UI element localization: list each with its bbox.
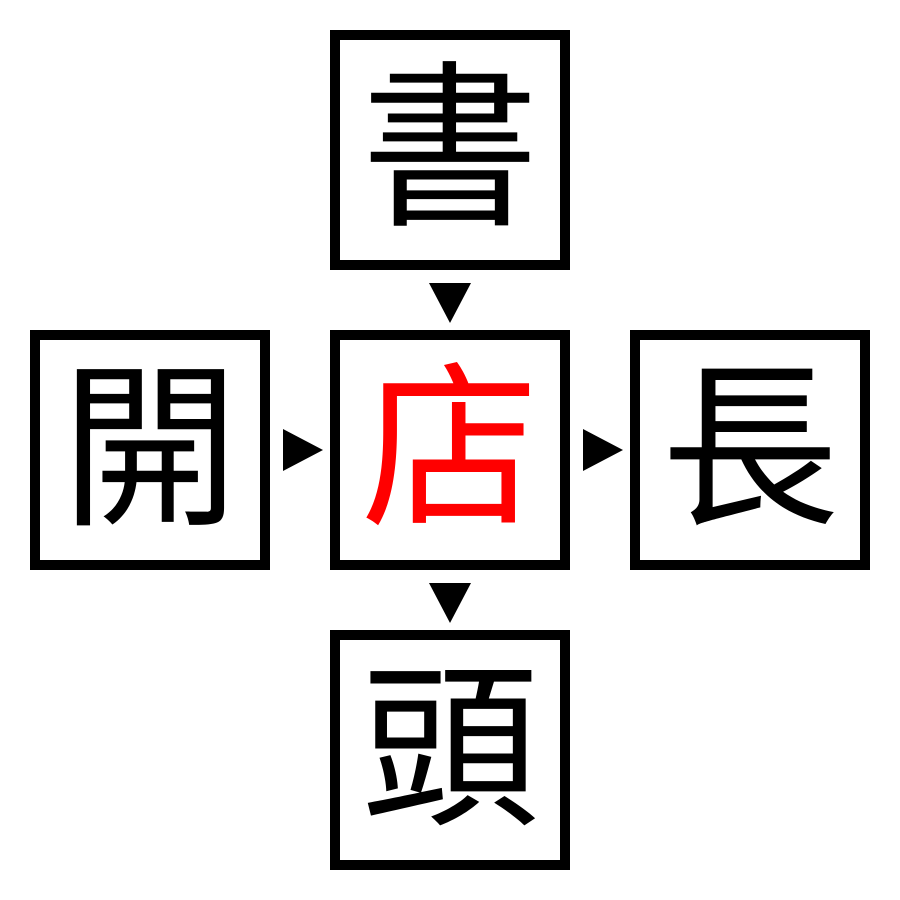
kanji-left: 開 xyxy=(61,346,239,553)
arrow-center-to-bottom xyxy=(429,583,471,623)
kanji-bottom: 頭 xyxy=(361,646,539,853)
kanji-center: 店 xyxy=(361,346,539,553)
arrow-center-to-right xyxy=(583,429,623,471)
cell-left: 開 xyxy=(30,330,270,570)
cell-center: 店 xyxy=(330,330,570,570)
cell-right: 長 xyxy=(630,330,870,570)
arrow-left-to-center xyxy=(283,429,323,471)
kanji-top: 書 xyxy=(361,46,539,253)
cell-top: 書 xyxy=(330,30,570,270)
arrow-top-to-center xyxy=(429,283,471,323)
cell-bottom: 頭 xyxy=(330,630,570,870)
kanji-right: 長 xyxy=(661,346,839,553)
